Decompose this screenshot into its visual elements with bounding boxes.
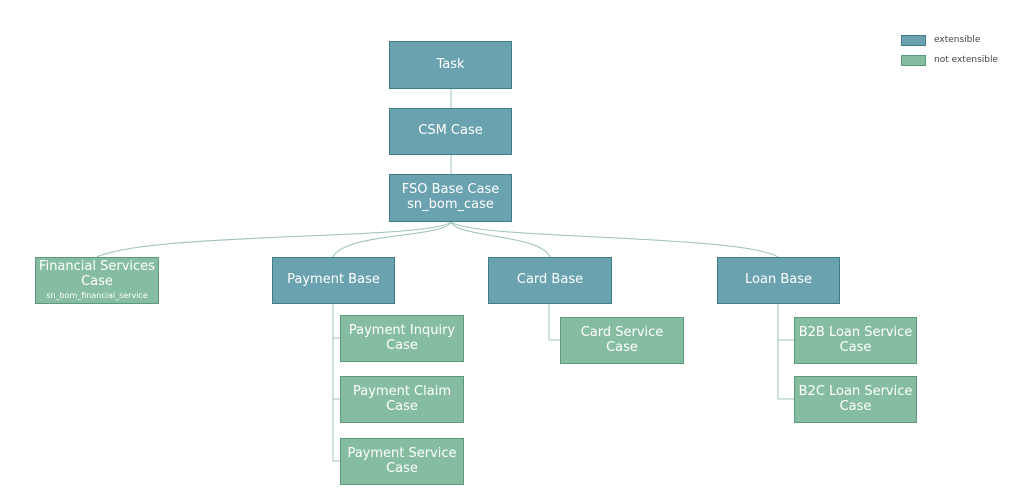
node-b2c-loan-service-case-label-line1: B2C Loan Service [798,383,913,399]
node-task: Task [389,41,512,89]
connector-fso-payment [332,221,452,258]
node-payment-service-case-label-line1: Payment Service [347,445,457,461]
legend-extensible-label: extensible [934,35,981,45]
legend-not-extensible-label: not extensible [934,55,999,65]
node-b2b-loan-service-case-label-line1: B2B Loan Service [798,324,913,340]
node-loan-base-label: Loan Base [745,272,812,288]
node-payment-claim-case: Payment Claim Case [340,376,464,423]
node-payment-service-case: Payment Service Case [340,438,464,485]
node-payment-inquiry-case-label-line1: Payment Inquiry [348,322,456,338]
node-fso-base-case-table: sn_bom_case [407,197,494,212]
node-financial-services-case-label-line2: Case [81,274,113,290]
node-payment-claim-case-label-line1: Payment Claim [353,383,451,399]
connector-fso-card [450,221,551,258]
node-payment-service-case-label-line2: Case [386,460,418,476]
node-card-base-label: Card Base [516,272,584,288]
node-financial-services-case-table: sn_bom_financial_service [46,291,148,301]
node-payment-inquiry-case: Payment Inquiry Case [340,315,464,362]
node-card-base: Card Base [488,257,612,304]
node-payment-base: Payment Base [272,257,395,304]
node-b2c-loan-service-case-label-line2: Case [839,398,872,414]
node-b2c-loan-service-case: B2C Loan Service Case [794,376,917,423]
legend-not-extensible-swatch [901,55,926,66]
connector-fso-financial [96,221,452,258]
node-fso-base-case: FSO Base Case sn_bom_case [389,174,512,222]
node-b2b-loan-service-case: B2B Loan Service Case [794,317,917,364]
node-financial-services-case-label-line1: Financial Services [39,259,155,275]
node-financial-services-case: Financial Services Case sn_bom_financial… [35,257,159,304]
node-b2b-loan-service-case-label-line2: Case [839,339,872,355]
node-card-service-case-label-line1: Card Service [580,324,664,340]
node-csm-case-label: CSM Case [418,123,483,139]
legend-extensible-swatch [901,35,926,46]
node-payment-claim-case-label-line2: Case [386,398,418,414]
node-csm-case: CSM Case [389,108,512,155]
connector-card-service [548,304,560,341]
node-fso-base-case-label: FSO Base Case [401,182,500,198]
node-loan-base: Loan Base [717,257,840,304]
node-payment-inquiry-case-label-line2: Case [386,337,418,353]
connector-fso-loan [450,221,779,258]
node-card-service-case: Card Service Case [560,317,684,364]
node-task-label: Task [436,56,465,72]
node-payment-base-label: Payment Base [287,272,380,288]
node-card-service-case-label-line2: Case [606,339,638,355]
